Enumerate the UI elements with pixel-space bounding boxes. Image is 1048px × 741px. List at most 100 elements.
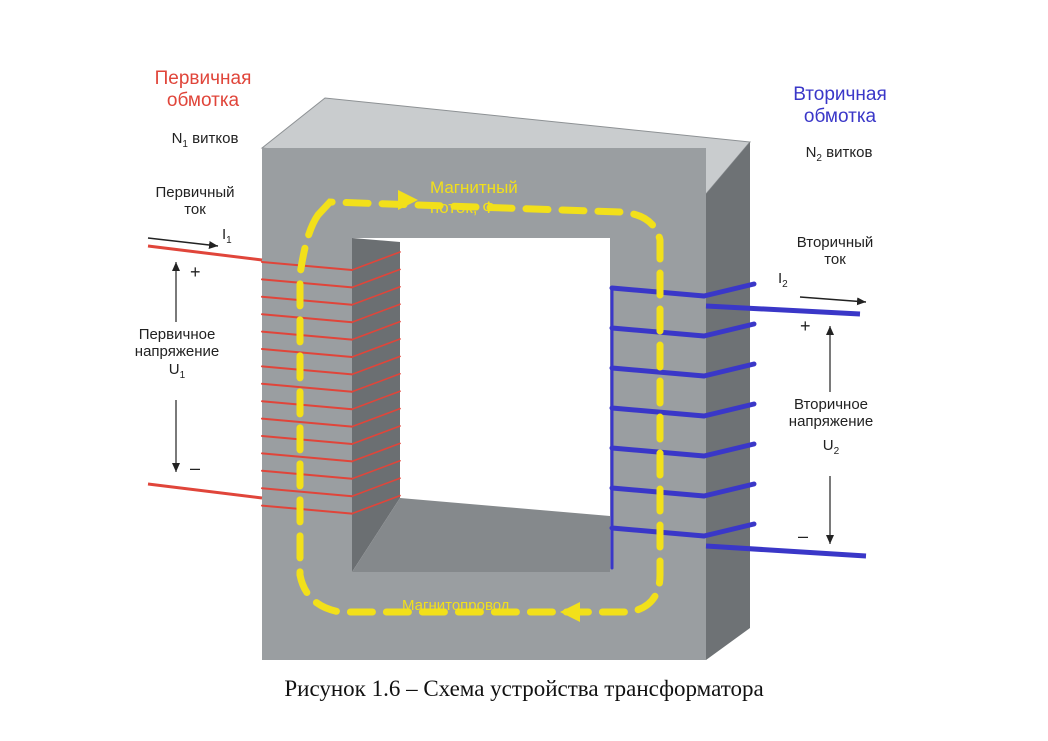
secondary-current-line2: ток	[824, 251, 846, 269]
primary-coil-turn	[261, 295, 353, 306]
secondary-winding-title: Вторичная обмотка	[770, 84, 910, 128]
primary-coil-turn	[261, 400, 353, 411]
primary-coil-turn	[261, 313, 353, 324]
primary-turns-symbol: N	[171, 130, 183, 147]
primary-coil-back	[351, 338, 401, 358]
primary-coil-turn	[261, 382, 353, 393]
secondary-plus: +	[800, 316, 811, 336]
flux-arrow-bottom	[560, 602, 580, 622]
primary-voltage-symbol-letter: U	[168, 360, 180, 378]
secondary-turns-word: витков	[826, 144, 873, 161]
primary-coil-turn	[261, 435, 353, 445]
secondary-current-label: Вторичный ток	[780, 234, 890, 269]
secondary-coil-turn	[609, 365, 707, 379]
primary-title-line1: Первичная	[154, 68, 252, 89]
secondary-coil-side	[701, 361, 757, 379]
primary-coil-turn	[261, 452, 353, 463]
secondary-voltage-symbol-sub: 2	[833, 445, 840, 457]
primary-coil-turn	[261, 278, 353, 289]
magnetic-flux-path	[296, 198, 664, 616]
secondary-voltage-line2: напряжение	[788, 413, 874, 431]
primary-coil-back	[351, 442, 401, 463]
primary-coil-back	[351, 425, 401, 445]
primary-coil-turn	[261, 261, 353, 271]
primary-current-arrow	[147, 237, 219, 249]
secondary-coil-side	[701, 481, 757, 499]
primary-winding	[261, 251, 401, 515]
core-side-face	[706, 142, 750, 660]
secondary-turns-sub: 2	[816, 153, 822, 164]
primary-current-symbol: I1	[222, 226, 232, 247]
primary-voltage-label: Первичное напряжение U1	[112, 326, 242, 381]
primary-coil-back	[351, 459, 401, 480]
primary-coil-turn	[261, 365, 353, 376]
flux-line2: поток, Ф	[430, 197, 496, 217]
secondary-title-line1: Вторичная	[793, 84, 887, 105]
secondary-voltage-label: Вторичное напряжение U2	[766, 396, 896, 457]
primary-turns-word: витков	[192, 130, 239, 147]
primary-current-label: Первичный ток	[140, 184, 250, 219]
secondary-lead-top	[705, 303, 861, 317]
primary-coil-turn	[261, 469, 353, 480]
secondary-coil-side	[701, 441, 757, 459]
primary-coil-back	[351, 355, 401, 376]
primary-coil-back	[351, 494, 401, 515]
primary-current-line2: ток	[184, 201, 206, 219]
figure-caption: Рисунок 1.6 – Схема устройства трансформ…	[284, 676, 764, 701]
primary-voltage-line1: Первичное	[138, 326, 216, 343]
primary-title-line2: обмотка	[166, 89, 240, 111]
primary-coil-back	[351, 251, 401, 271]
flux-line1: Магнитный	[430, 178, 518, 197]
primary-current-symbol-sub: 1	[226, 235, 232, 246]
secondary-current-arrow	[799, 296, 867, 306]
secondary-voltage-symbol: U2	[766, 437, 896, 458]
secondary-turns: N2 витков	[784, 144, 894, 165]
primary-winding-title: Первичная обмотка	[138, 68, 268, 112]
primary-coil-back	[351, 268, 401, 289]
primary-coil-turn	[261, 487, 353, 498]
primary-coil-back	[351, 477, 401, 498]
primary-coil-back	[351, 303, 401, 324]
secondary-voltage-line1: Вторичное	[793, 396, 869, 413]
primary-current-line1: Первичный	[155, 184, 235, 201]
primary-turns: N1 витков	[150, 130, 260, 151]
primary-coil-back	[351, 372, 401, 393]
primary-plus: +	[190, 262, 201, 282]
primary-turns-sub: 1	[182, 139, 188, 150]
secondary-current-symbol-sub: 2	[782, 279, 788, 290]
primary-minus: –	[190, 458, 201, 478]
secondary-coil-side	[701, 281, 757, 299]
secondary-lead-bottom	[705, 543, 867, 559]
secondary-current-symbol: I2	[778, 270, 788, 291]
primary-coil-turn	[261, 504, 353, 515]
secondary-title-line2: обмотка	[803, 105, 877, 127]
secondary-coil-side	[701, 521, 757, 539]
primary-coil-back	[351, 320, 401, 341]
primary-lead-bottom	[147, 482, 263, 500]
primary-coil-back	[351, 285, 401, 306]
primary-coil-turn	[261, 417, 353, 428]
primary-current-symbol-letter: I	[222, 226, 227, 243]
secondary-turns-symbol: N	[805, 144, 817, 161]
primary-voltage-symbol: U1	[112, 361, 242, 382]
core-window-left-inner	[352, 238, 400, 572]
primary-coil-back	[351, 390, 401, 411]
primary-coil-back	[351, 407, 401, 428]
secondary-current-symbol-letter: I	[778, 270, 783, 287]
magnetic-flux-label: Магнитный поток, Ф	[430, 178, 550, 217]
secondary-coil-turn	[609, 405, 707, 419]
primary-voltage-line2: напряжение	[134, 343, 220, 361]
primary-voltage-symbol-sub: 1	[179, 369, 186, 381]
primary-lead-top	[147, 244, 263, 262]
flux-arrow-top	[398, 190, 418, 210]
core-label: Магнитопровод	[402, 597, 510, 614]
secondary-coil-side	[701, 321, 757, 339]
secondary-minus: –	[798, 526, 809, 546]
secondary-current-line1: Вторичный	[796, 234, 874, 251]
secondary-coil-side	[701, 401, 757, 419]
secondary-voltage-symbol-letter: U	[822, 436, 834, 454]
core-window-bottom-inner	[352, 498, 610, 572]
primary-coil-turn	[261, 348, 353, 358]
